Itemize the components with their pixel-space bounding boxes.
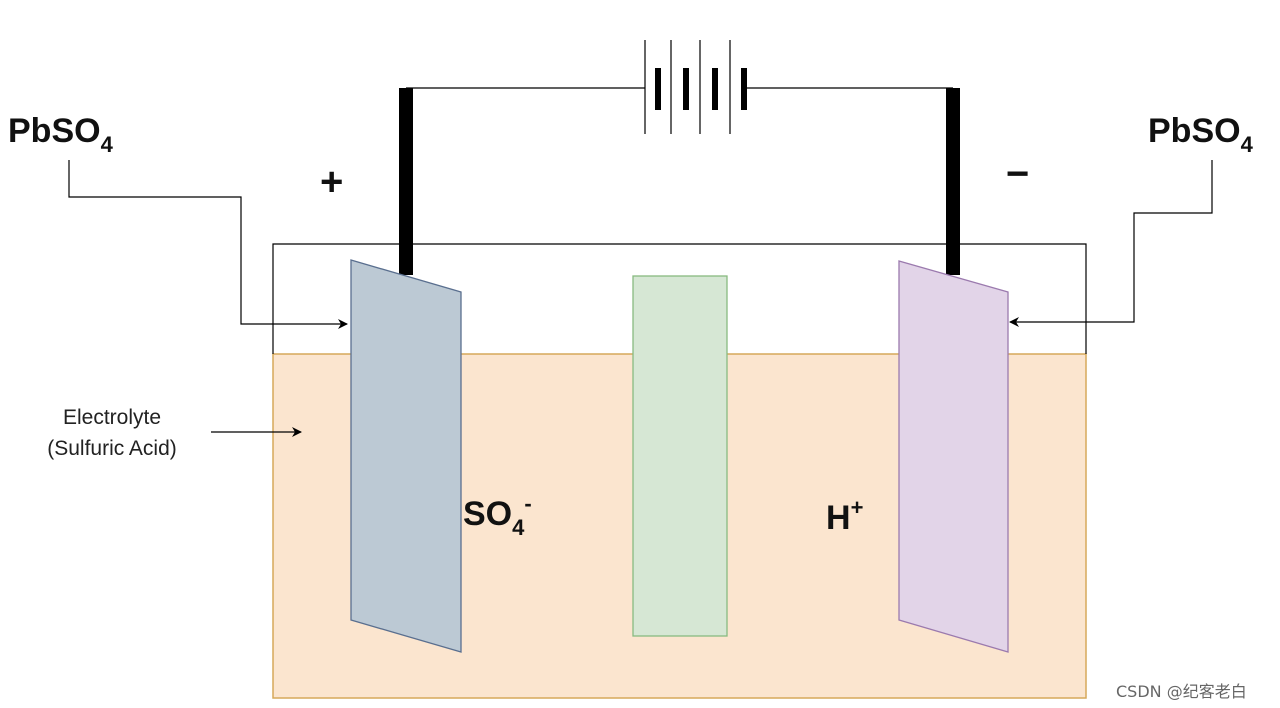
electrolyte-label-line1: Electrolyte (62, 406, 162, 429)
positive-plate (350, 259, 462, 653)
watermark: CSDN @纪客老白 (1116, 682, 1247, 701)
right-pbso4-subscript: 4 (1240, 132, 1253, 157)
container-outline (272, 243, 1087, 354)
hydrogen-ion-label: H+ (826, 495, 863, 538)
right-salt-arrow (1009, 160, 1213, 327)
negative-plate (898, 260, 1009, 653)
electrolyte-label-line2: (Sulfuric Acid) (47, 437, 177, 460)
hydrogen-base: H (826, 499, 851, 537)
sulfate-subscript: 4 (512, 515, 525, 540)
separator (632, 275, 728, 637)
left-pbso4-base: PbSO (8, 112, 101, 150)
battery-icon (644, 40, 747, 134)
right-pbso4-base: PbSO (1148, 112, 1241, 150)
left-pbso4-label: PbSO4 (8, 112, 113, 158)
hydrogen-superscript: + (850, 495, 864, 520)
electrolyte-label: Electrolyte (Sulfuric Acid) (18, 402, 206, 464)
sulfate-superscript: - (524, 491, 532, 516)
positive-terminal (399, 88, 413, 275)
right-pbso4-label: PbSO4 (1148, 112, 1253, 158)
left-pbso4-subscript: 4 (100, 132, 113, 157)
negative-terminal (946, 88, 960, 275)
positive-sign: + (320, 160, 344, 204)
sulfate-base: SO (463, 495, 513, 533)
sulfate-ion-label: SO4- (463, 491, 532, 541)
negative-sign: − (1006, 152, 1030, 196)
left-salt-arrow (68, 160, 348, 329)
